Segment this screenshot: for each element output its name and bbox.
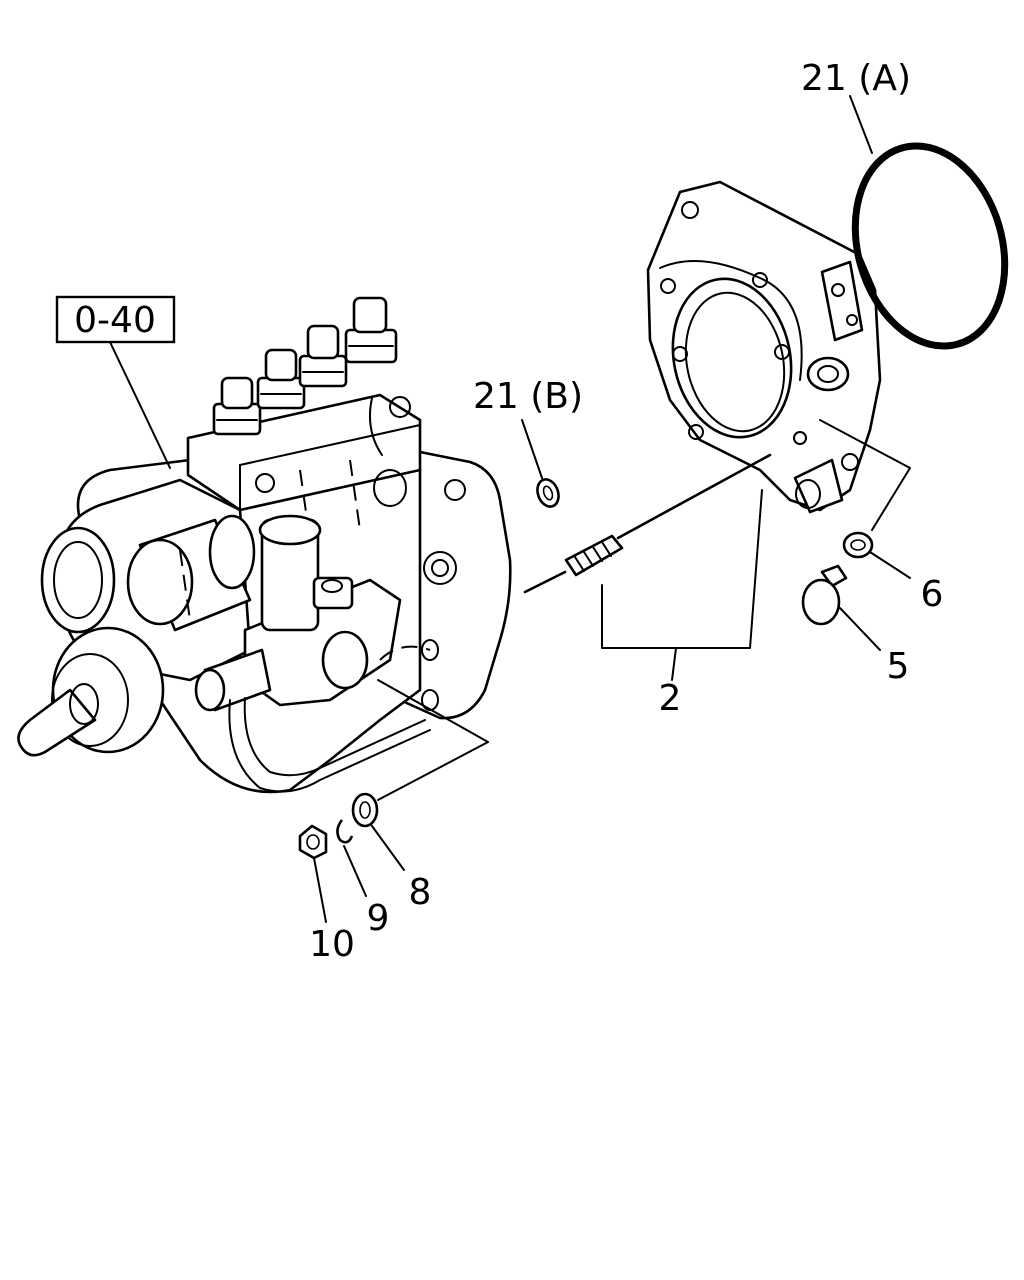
callout-10: 10 bbox=[309, 924, 355, 965]
injection-pump-assembly bbox=[17, 296, 512, 794]
adapter-housing bbox=[646, 180, 882, 514]
stud-bolt bbox=[523, 453, 772, 681]
callout-5: 5 bbox=[887, 646, 910, 687]
washer-8 bbox=[351, 679, 489, 871]
callout-21b: 21 (B) bbox=[473, 376, 583, 417]
o-ring-21a bbox=[849, 95, 1009, 350]
callout-8: 8 bbox=[409, 872, 432, 913]
reference-box: 0-40 bbox=[55, 295, 176, 469]
nut-10 bbox=[298, 824, 328, 923]
washer-6 bbox=[819, 419, 911, 579]
delivery-valve-holders bbox=[212, 296, 398, 436]
washer-21b bbox=[521, 419, 560, 508]
plug-bolt bbox=[801, 564, 881, 651]
callout-21a: 21 (A) bbox=[801, 58, 911, 99]
callout-9: 9 bbox=[367, 898, 390, 939]
lock-washer-9 bbox=[336, 819, 367, 897]
callout-2: 2 bbox=[659, 678, 682, 719]
reference-label: 0-40 bbox=[74, 300, 156, 341]
callout-6: 6 bbox=[921, 574, 944, 615]
